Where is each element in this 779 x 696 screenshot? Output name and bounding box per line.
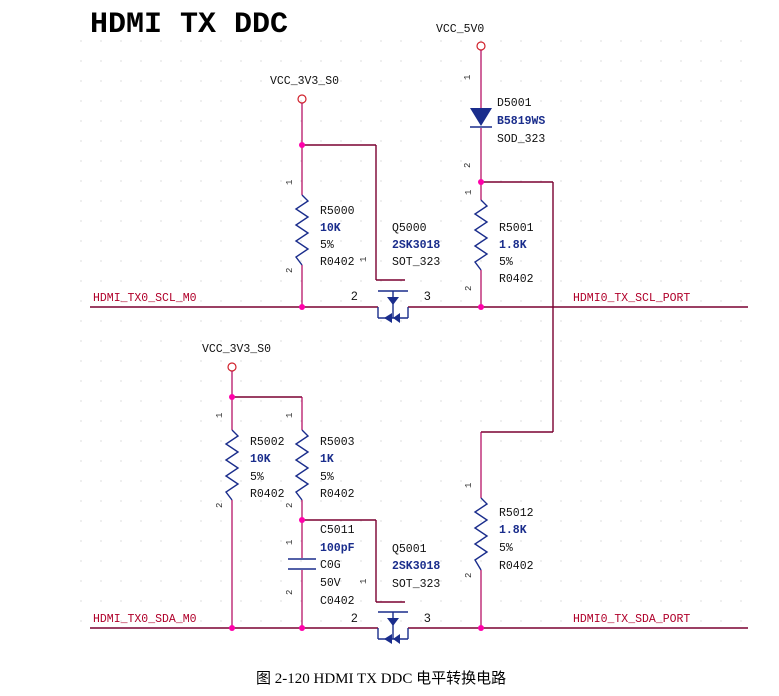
- r5003-tol: 5%: [320, 471, 334, 484]
- r5000-tol: 5%: [320, 239, 334, 252]
- c5011-pin2: 2: [285, 590, 295, 595]
- r5002-pin2: 2: [215, 503, 225, 508]
- c5011-voltage: 50V: [320, 577, 341, 590]
- schematic-title: HDMI TX DDC: [90, 8, 288, 42]
- r5012-value: 1.8K: [499, 524, 527, 537]
- figure-caption: 图 2-120 HDMI TX DDC 电平转换电路: [256, 670, 506, 687]
- q5001-value: 2SK3018: [392, 560, 440, 573]
- r5002-ref: R5002: [250, 436, 285, 449]
- d5001-ref: D5001: [497, 97, 532, 110]
- r5002-package: R0402: [250, 488, 285, 501]
- resistor-r5002: R5002 10K 5% R0402 1 2: [215, 413, 285, 508]
- resistor-r5000: R5000 10K 5% R0402 1 2: [285, 180, 355, 273]
- r5001-ref: R5001: [499, 222, 534, 235]
- r5002-tol: 5%: [250, 471, 264, 484]
- q5000-value: 2SK3018: [392, 239, 440, 252]
- d5001-package: SOD_323: [497, 133, 545, 146]
- r5012-ref: R5012: [499, 507, 534, 520]
- r5003-ref: R5003: [320, 436, 355, 449]
- c5011-package: C0402: [320, 595, 355, 608]
- q5001-ref: Q5001: [392, 543, 427, 556]
- q5000-ref: Q5000: [392, 222, 427, 235]
- r5000-pin2: 2: [285, 268, 295, 273]
- power-label-vcc5: VCC_5V0: [436, 23, 484, 36]
- net-label-scl-right: HDMI0_TX_SCL_PORT: [573, 292, 690, 305]
- net-label-sda-right: HDMI0_TX_SDA_PORT: [573, 613, 690, 626]
- dot-grid: [78, 40, 748, 640]
- r5001-pin1: 1: [464, 190, 474, 195]
- junction-dots: [229, 142, 484, 631]
- q5000-pin3: 3: [424, 289, 431, 303]
- mosfet-q5000: Q5000 2SK3018 SOT_323 2 3 1: [351, 222, 440, 323]
- resistor-r5003: R5003 1K 5% R0402 1 2: [285, 413, 355, 508]
- net-label-scl-left: HDMI_TX0_SCL_M0: [93, 292, 197, 305]
- resistor-r5012: R5012 1.8K 5% R0402 1 2: [464, 483, 534, 578]
- resistor-r5001: R5001 1.8K 5% R0402 1 2: [464, 190, 534, 291]
- diode-d5001: D5001 B5819WS SOD_323 1 2: [463, 75, 545, 168]
- r5000-ref: R5000: [320, 205, 355, 218]
- r5003-pin2: 2: [285, 503, 295, 508]
- r5012-tol: 5%: [499, 542, 513, 555]
- wires: [90, 50, 748, 629]
- r5001-tol: 5%: [499, 256, 513, 269]
- mosfet-q5001: Q5001 2SK3018 SOT_323 2 3 1: [351, 543, 440, 644]
- q5000-pin1: 1: [359, 257, 369, 262]
- q5001-package: SOT_323: [392, 578, 440, 591]
- r5003-package: R0402: [320, 488, 355, 501]
- q5001-pin1: 1: [359, 579, 369, 584]
- c5011-value: 100pF: [320, 542, 355, 555]
- r5012-pin2: 2: [464, 573, 474, 578]
- c5011-dielectric: C0G: [320, 559, 341, 572]
- r5003-pin1: 1: [285, 413, 295, 418]
- q5000-pin2: 2: [351, 289, 358, 303]
- d5001-pin2: 2: [463, 163, 473, 168]
- d5001-pin1: 1: [463, 75, 473, 80]
- r5001-value: 1.8K: [499, 239, 527, 252]
- r5000-value: 10K: [320, 222, 341, 235]
- q5001-pin2: 2: [351, 611, 358, 625]
- r5002-value: 10K: [250, 453, 271, 466]
- r5001-pin2: 2: [464, 286, 474, 291]
- r5012-package: R0402: [499, 560, 534, 573]
- r5000-package: R0402: [320, 256, 355, 269]
- c5011-ref: C5011: [320, 524, 355, 537]
- net-label-sda-left: HDMI_TX0_SDA_M0: [93, 613, 197, 626]
- r5000-pin1: 1: [285, 180, 295, 185]
- r5001-package: R0402: [499, 273, 534, 286]
- capacitor-c5011: C5011 100pF C0G 50V C0402 1 2: [285, 524, 355, 608]
- r5002-pin1: 1: [215, 413, 225, 418]
- power-label-vcc33-top: VCC_3V3_S0: [270, 75, 339, 88]
- q5001-pin3: 3: [424, 611, 431, 625]
- r5012-pin1: 1: [464, 483, 474, 488]
- power-label-vcc33-bottom: VCC_3V3_S0: [202, 343, 271, 356]
- r5003-value: 1K: [320, 453, 334, 466]
- c5011-pin1: 1: [285, 540, 295, 545]
- q5000-package: SOT_323: [392, 256, 440, 269]
- d5001-value: B5819WS: [497, 115, 545, 128]
